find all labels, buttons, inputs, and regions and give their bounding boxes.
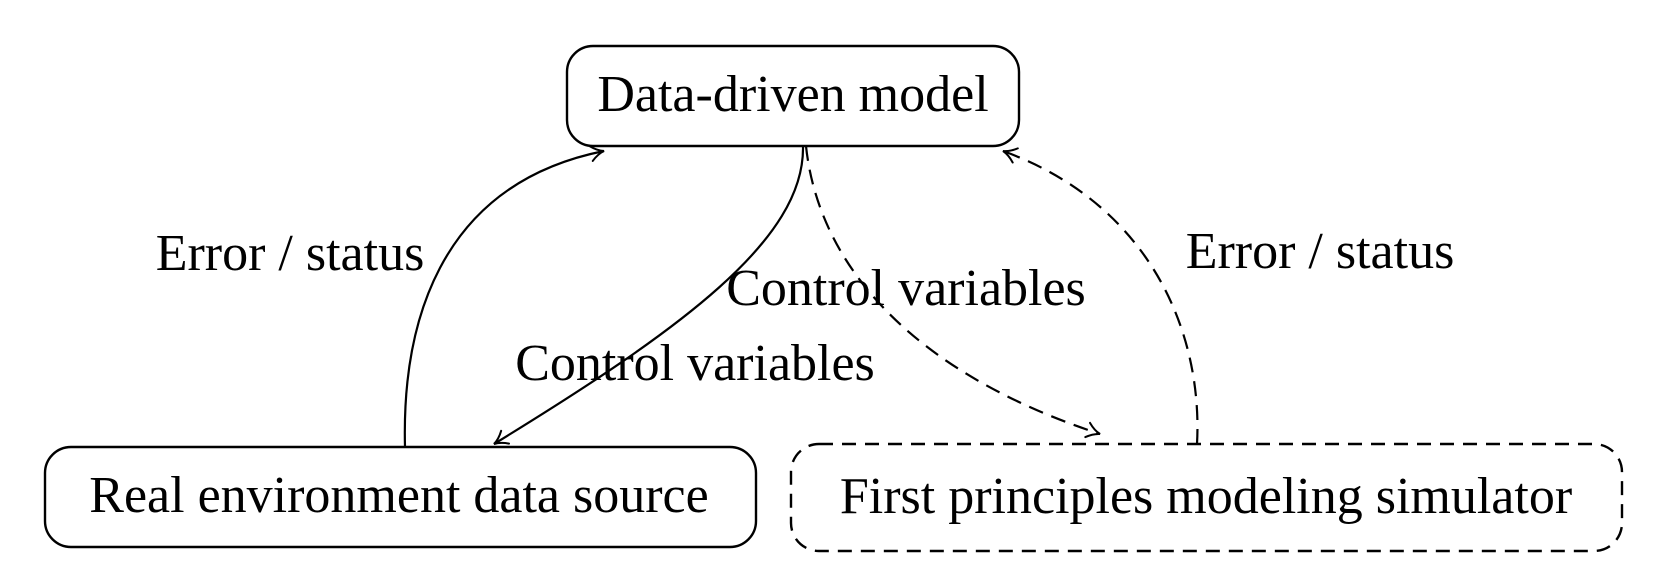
node-real-environment-box xyxy=(43,445,758,549)
edge-error-status-right xyxy=(1002,147,1199,445)
edge-error-status-left xyxy=(403,145,605,448)
node-simulator-box xyxy=(789,442,1624,553)
node-simulator-label: First principles modeling simulator xyxy=(839,468,1573,525)
edge-label-error-status-right: Error / status xyxy=(1185,223,1455,280)
edge-control-variables-left xyxy=(493,145,805,445)
node-real-environment-label: Real environment data source xyxy=(89,467,709,524)
edge-label-control-variables-left: Control variables xyxy=(515,335,875,392)
edge-label-control-variables-right: Control variables xyxy=(726,260,1086,317)
edge-label-error-status-left: Error / status xyxy=(155,225,425,282)
node-data-driven-model-label: Data-driven model xyxy=(597,66,989,123)
node-data-driven-model-box xyxy=(565,44,1021,148)
